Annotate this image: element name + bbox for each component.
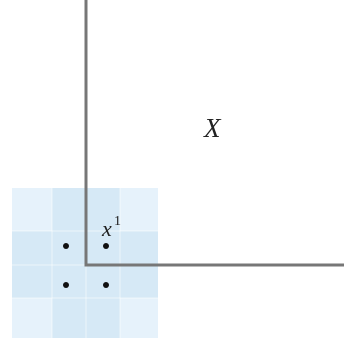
sample-points [63,243,109,288]
grid-cell-r4-c2 [52,298,86,338]
grid-cell-r1-c2 [52,188,86,231]
grid-cell-r1-c1 [12,188,52,231]
grid-cell-r3-c2 [52,265,86,298]
region-label: X [203,113,222,143]
grid-cell-r1-c4 [120,188,158,231]
grid-cell-r1-c3 [86,188,120,231]
sample-point-top-right [103,243,109,249]
grid-cell-r2-c4 [120,231,158,265]
sample-point-bottom-left [63,282,69,288]
point-label: x 1 [101,214,121,241]
grid-cell-r4-c1 [12,298,52,338]
grid-cell-r3-c3 [86,265,120,298]
region-frame [84,0,344,267]
grid-cell-r4-c4 [120,298,158,338]
grid-cell-r4-c3 [86,298,120,338]
grid-cell-r3-c4 [120,265,158,298]
point-label-base: x [101,216,112,241]
sample-point-top-left [63,243,69,249]
grid-cell-r2-c2 [52,231,86,265]
grid-cell-r2-c1 [12,231,52,265]
grid-cell-r3-c1 [12,265,52,298]
point-label-superscript: 1 [114,214,121,229]
sampling-grid [12,188,158,338]
sample-point-bottom-right [103,282,109,288]
grid-cell-r2-c3 [86,231,120,265]
